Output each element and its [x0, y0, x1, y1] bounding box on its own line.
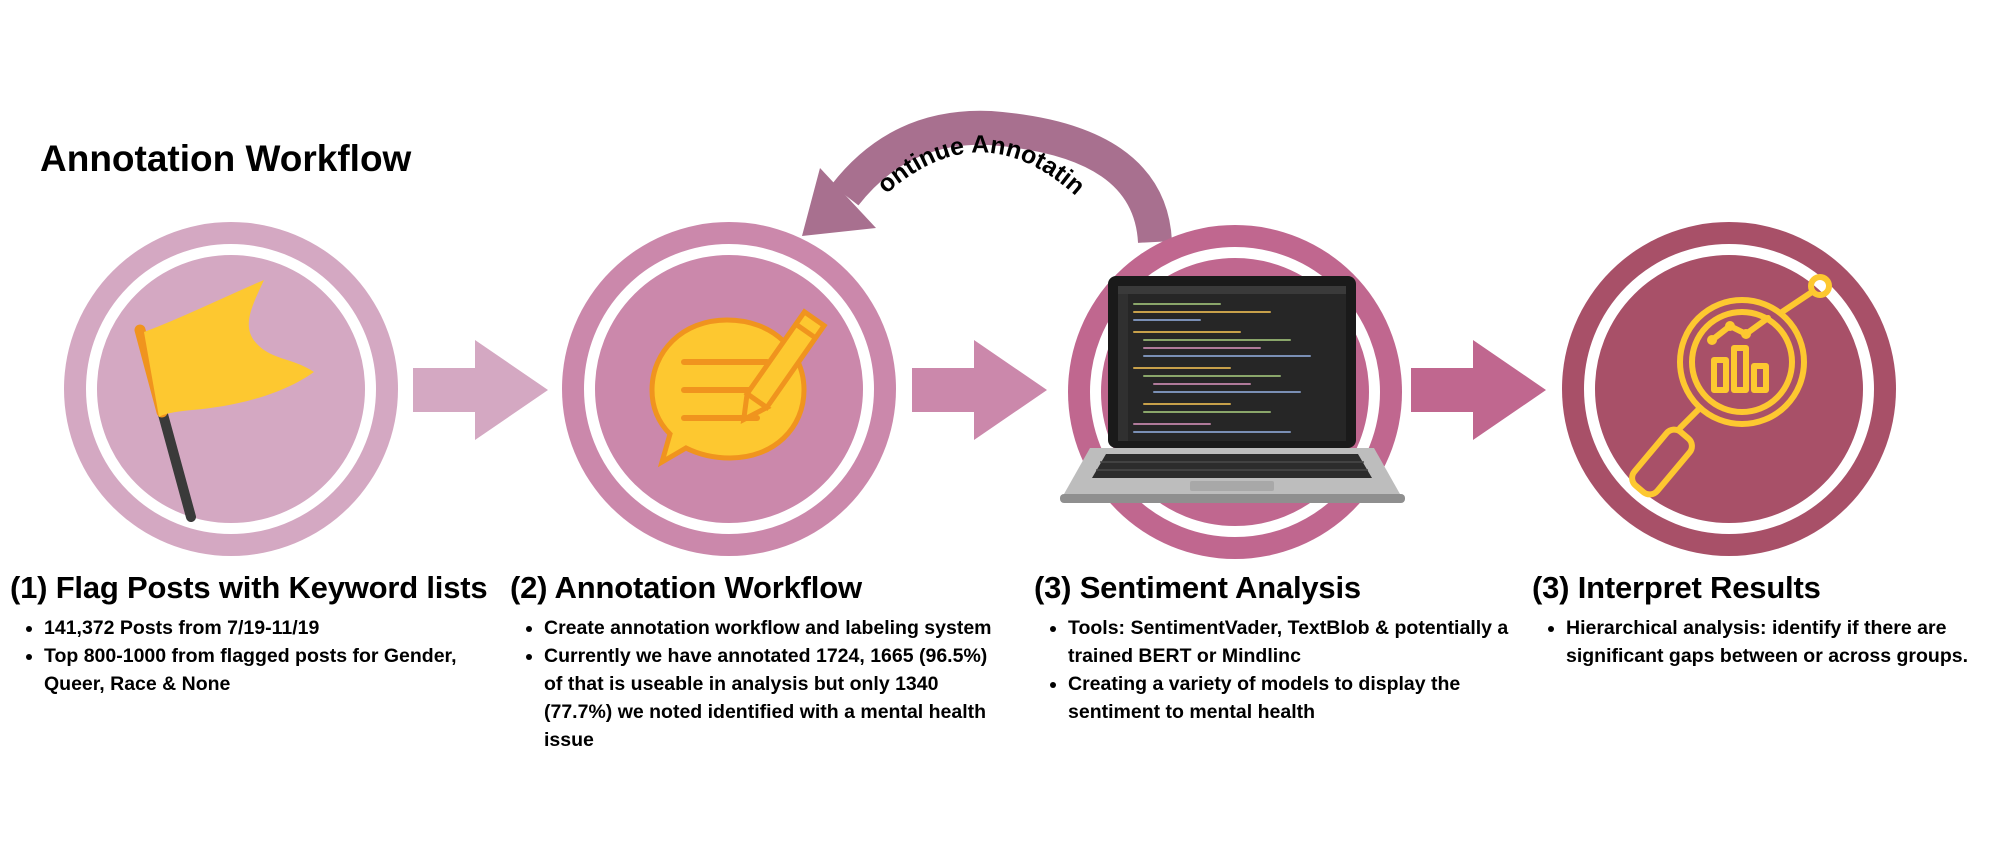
step4-text: (3) Interpret Results Hierarchical analy… — [1532, 570, 1997, 670]
step2-text: (2) Annotation Workflow Create annotatio… — [510, 570, 1000, 754]
list-item: 141,372 Posts from 7/19-11/19 — [44, 614, 490, 642]
step1-bullets: 141,372 Posts from 7/19-11/19 Top 800-10… — [10, 614, 490, 698]
step2-circle — [562, 222, 896, 556]
page-title: Annotation Workflow — [40, 138, 412, 179]
chat-pencil-icon — [649, 308, 828, 468]
list-item: Tools: SentimentVader, TextBlob & potent… — [1068, 614, 1514, 670]
magnifier-chart-icon — [1629, 274, 1832, 498]
list-item: Top 800-1000 from flagged posts for Gend… — [44, 642, 490, 698]
arrow-2 — [912, 340, 1047, 445]
step4-ring — [1584, 244, 1874, 534]
step3-text: (3) Sentiment Analysis Tools: SentimentV… — [1034, 570, 1514, 726]
step3-bullets: Tools: SentimentVader, TextBlob & potent… — [1034, 614, 1514, 726]
flag-icon — [134, 280, 314, 522]
step3-ring — [1090, 247, 1380, 537]
step2-bullets: Create annotation workflow and labeling … — [510, 614, 1000, 754]
arrow-1 — [413, 340, 548, 445]
list-item: Currently we have annotated 1724, 1665 (… — [544, 642, 1000, 754]
step4-circle — [1562, 222, 1896, 556]
laptop-icon — [1060, 276, 1405, 503]
arrow-3 — [1411, 340, 1546, 445]
continue-annotating-arrow: Continue Annotating — [780, 110, 1172, 244]
step1-ring — [86, 244, 376, 534]
step1-circle — [64, 222, 398, 556]
step2-ring — [584, 244, 874, 534]
list-item: Hierarchical analysis: identify if there… — [1566, 614, 1997, 670]
list-item: Creating a variety of models to display … — [1068, 670, 1514, 726]
step3-heading: (3) Sentiment Analysis — [1034, 570, 1361, 605]
step4-heading: (3) Interpret Results — [1532, 570, 1821, 605]
step4-bullets: Hierarchical analysis: identify if there… — [1532, 614, 1997, 670]
step1-text: (1) Flag Posts with Keyword lists 141,37… — [10, 570, 490, 698]
step2-heading: (2) Annotation Workflow — [510, 570, 862, 605]
list-item: Create annotation workflow and labeling … — [544, 614, 1000, 642]
step1-heading: (1) Flag Posts with Keyword lists — [10, 570, 488, 605]
